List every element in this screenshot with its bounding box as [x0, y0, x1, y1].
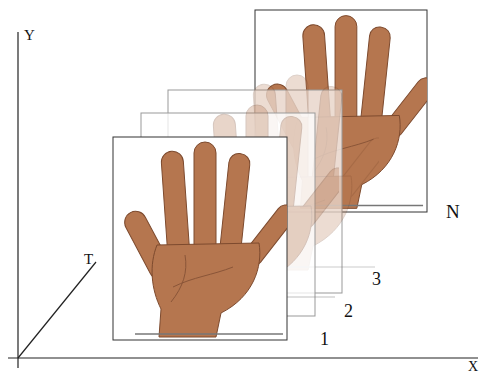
frame-number: 3	[372, 270, 381, 288]
axis-label: Y	[24, 28, 35, 43]
frame-number: 2	[344, 302, 353, 320]
axis-label: X	[468, 360, 478, 374]
axis-label: T	[84, 252, 93, 267]
frame-number: 1	[320, 330, 329, 348]
frame-1	[113, 137, 299, 340]
frame-number: N	[446, 202, 460, 221]
